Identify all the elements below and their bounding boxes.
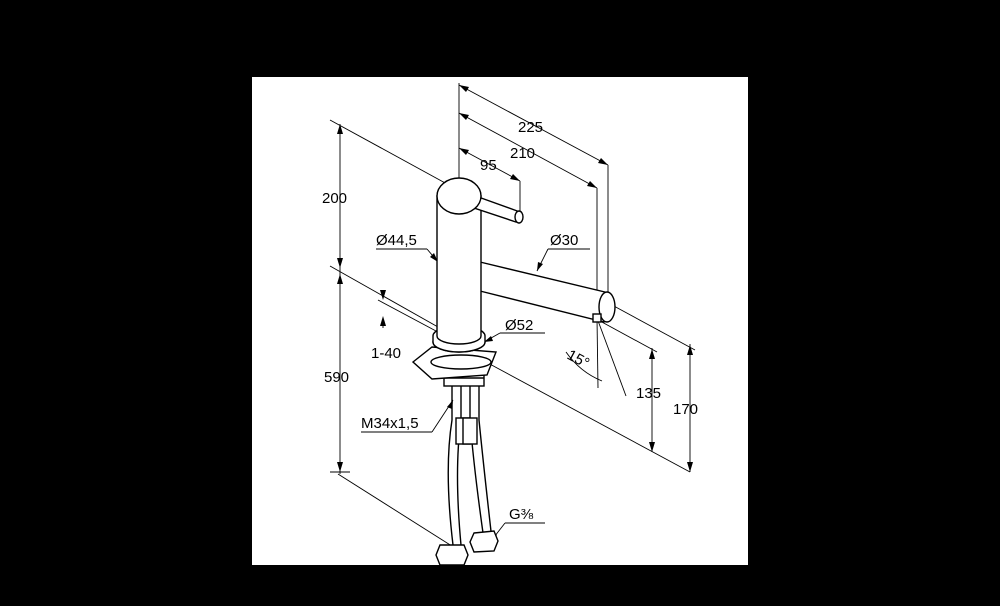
top-cap <box>436 177 482 215</box>
dim-dia52: Ø52 <box>505 317 533 334</box>
hex-nut-left <box>435 544 469 566</box>
spout-outlet <box>598 291 616 323</box>
drawing-sheet <box>252 77 748 565</box>
dim-g38: G⅜ <box>509 506 534 523</box>
main-cylinder <box>436 195 482 345</box>
dim-dia30: Ø30 <box>550 232 578 249</box>
dim-225: 225 <box>518 119 543 136</box>
dim-170: 170 <box>673 401 698 418</box>
hose-left <box>447 380 454 546</box>
dim-590: 590 <box>324 369 349 386</box>
dimension-labels: 225 210 95 200 Ø44,5 Ø30 Ø52 1-40 590 15… <box>322 119 698 523</box>
dim-thread: M34x1,5 <box>361 415 419 432</box>
dim-1-40: 1-40 <box>371 345 401 362</box>
dim-135: 135 <box>636 385 661 402</box>
hex-nut-right <box>469 530 499 553</box>
dim-dia44: Ø44,5 <box>376 232 417 249</box>
dim-210: 210 <box>510 145 535 162</box>
hose-coupling-right <box>462 417 478 445</box>
faucet-body <box>411 177 616 566</box>
dim-95: 95 <box>480 157 497 174</box>
dim-200: 200 <box>322 190 347 207</box>
